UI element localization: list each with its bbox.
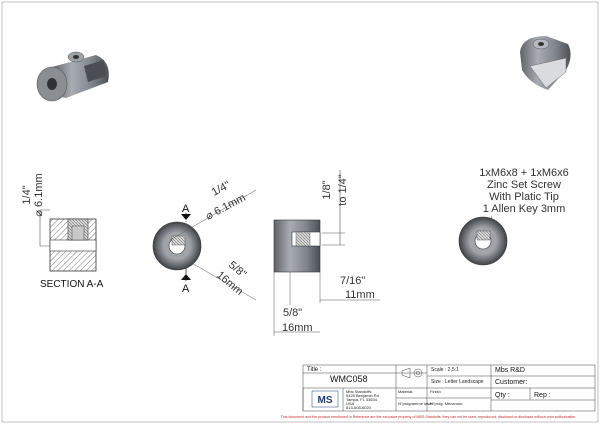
size-text: Size : Letter Landscape	[431, 379, 484, 385]
finish-label: Finish	[430, 389, 441, 394]
note-line-1: 1xM6x8 + 1xM6x6	[479, 167, 569, 179]
program-label: N°programme laser:	[398, 401, 434, 406]
iso-view-left	[36, 51, 109, 102]
iso-view-right	[520, 36, 571, 90]
qty-label: Qty :	[495, 392, 510, 399]
left-dia-in: 1/4"	[21, 185, 33, 204]
section-mark-top: A	[182, 203, 190, 215]
left-dia-mm: ⌀ 6.1mm	[33, 173, 45, 216]
front-dia-in: 1/4"	[210, 179, 233, 199]
note-line-3: With Platic Tip	[489, 191, 559, 203]
customer-label: Customer:	[495, 379, 527, 386]
front-dia-mm: ⌀ 6.1mm	[204, 192, 248, 223]
hardware-note: 1xM6x8 + 1xM6x6 Zinc Set Screw With Plat…	[479, 167, 569, 239]
side-inner-mm: 11mm	[345, 289, 375, 301]
scale-text: Scale : 2,5:1	[431, 367, 459, 373]
logo-text: MS	[318, 395, 333, 406]
company-logo: MS	[311, 390, 339, 408]
projection-symbol-icon	[401, 367, 423, 379]
title-value: WMC058	[330, 374, 368, 384]
side-height-top: 1/8"	[321, 180, 333, 199]
address-line-3: Tampa, FL 33634	[346, 397, 378, 402]
address-line-4: USA	[346, 401, 355, 406]
side-outer-in: 5/8"	[283, 307, 302, 319]
material-label: Material:	[398, 389, 413, 394]
right-ring-view	[458, 216, 508, 266]
title-block	[302, 364, 596, 412]
address-line-5: 813-608-6020	[346, 405, 372, 410]
company-text: Mbs R&D	[495, 367, 525, 374]
front-view: A A 1/4" ⌀ 6.1mm 5/8" 16mm	[152, 179, 257, 301]
side-outer-mm: 16mm	[282, 322, 313, 334]
side-height-bottom: to 1/4"	[337, 174, 349, 206]
section-label: SECTION A-A	[40, 279, 104, 290]
rep-label: Rep :	[534, 392, 551, 399]
note-line-2: Zinc Set Screw	[487, 179, 561, 191]
note-line-4: 1 Allen Key 3mm	[483, 203, 566, 215]
address-line-2: 5425 Benjamin Rd	[346, 393, 379, 398]
address-line-1: Mbs Standoffs	[346, 389, 372, 394]
prog-mecanum-label: N°prog. Mécanum.	[430, 401, 463, 406]
side-inner-in: 7/16"	[340, 275, 365, 287]
section-mark-bottom: A	[182, 283, 190, 295]
side-view: 1/8" to 1/4" 7/16" 11mm 5/8" 16mm	[273, 170, 380, 336]
disclaimer-text: This document and the product mentioned …	[281, 415, 576, 419]
title-label: Title :	[307, 367, 322, 373]
section-view: 1/4" ⌀ 6.1mm SECTION A-A	[21, 173, 104, 290]
